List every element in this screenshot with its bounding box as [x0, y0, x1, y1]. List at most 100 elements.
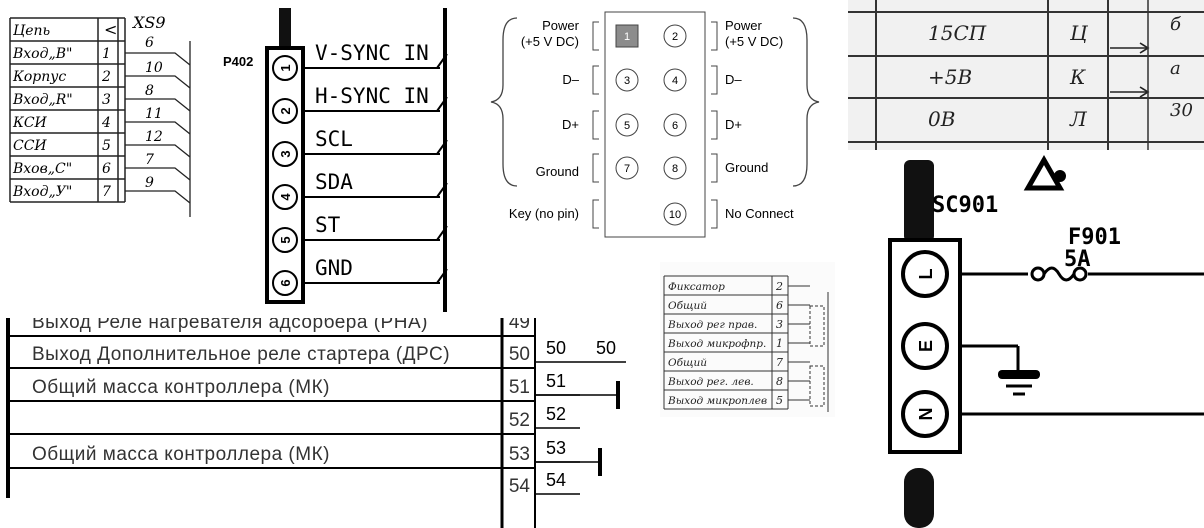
relay-row-label: Общий масса контроллера (МК): [32, 444, 330, 465]
small-table-pin: 5: [776, 394, 783, 407]
header-left-label: Key (no pin): [509, 206, 579, 221]
ground-icon: [998, 370, 1040, 379]
small-table-pin: 8: [776, 375, 783, 388]
p402-wire-bend: [436, 268, 448, 284]
header-right-bracket: [711, 110, 718, 140]
header-left-label: D–: [562, 72, 579, 87]
p402-wire-bend: [436, 182, 448, 198]
header-pin-circle: [663, 156, 687, 180]
power-cable-bottom: [904, 468, 934, 528]
header-left-bracket: [592, 110, 599, 140]
xs9-row-label: Вход„R": [12, 92, 73, 108]
xs9-wire: [125, 121, 191, 135]
relay-wire-number: 50: [546, 338, 566, 358]
header-pin-number: 3: [624, 75, 630, 87]
relay-drawing: Выход Реле нагревателя адсорбера (РНА)49…: [6, 318, 626, 528]
fuse-terminal: [1030, 266, 1046, 282]
header-pin-circle: [663, 113, 687, 137]
header-right-label: Ground: [725, 160, 768, 175]
small-table-pin: 7: [776, 356, 783, 369]
relay-pin-number: 51: [509, 377, 530, 398]
power-terminal-circle: [901, 390, 949, 438]
header-pin-circle: [615, 113, 639, 137]
header-left-bracket: [592, 199, 599, 229]
scan-signal-name: 15СП: [928, 21, 987, 45]
p402-pin-circle: [272, 55, 298, 81]
power-connector-label: SC901: [932, 193, 998, 218]
p402-wire-bend: [436, 96, 448, 112]
p402-pin-number: 3: [278, 150, 293, 157]
header-left-bracket: [592, 153, 599, 183]
xs9-pin-number: 5: [102, 138, 111, 154]
p402-pin-circle: [272, 184, 298, 210]
xs9-wire-number: 10: [145, 60, 163, 76]
scan-pin-letter: Ц: [1069, 21, 1089, 45]
xs9-wire-number: 11: [145, 106, 163, 122]
header-right-label: No Connect: [725, 206, 794, 221]
xs9-row-label: Цепь: [13, 23, 50, 39]
fuse-label: F901: [1068, 225, 1121, 250]
xs9-wire: [125, 167, 191, 181]
header-left-brace: [490, 17, 518, 187]
power-terminal-label: E: [916, 340, 936, 352]
relay-pin-number: 53: [509, 444, 530, 465]
small-table-pin: 3: [776, 318, 783, 331]
power-terminal-label: L: [916, 269, 936, 280]
xs9-wire: [125, 190, 191, 204]
scan-pin-letter: Л: [1069, 107, 1088, 131]
header-right-brace: [792, 17, 820, 187]
relay-row-label: Общий масса контроллера (МК): [32, 377, 330, 398]
xs9-wire-number: 12: [145, 129, 163, 145]
small-table-switch: [809, 365, 825, 407]
header-pin-number: 8: [672, 163, 678, 175]
relay-pin-number: 49: [509, 318, 530, 333]
p402-pin-number: 4: [278, 193, 293, 201]
relay-pin-number: 50: [509, 344, 530, 365]
xs9-pin-number: 4: [101, 115, 111, 131]
relay-row-label: Выход Дополнительное реле стартера (ДРС): [32, 344, 450, 365]
xs9-pin-number: 1: [102, 46, 111, 62]
p402-pin-number: 5: [278, 236, 293, 243]
header-pin-circle: [663, 68, 687, 92]
xs9-arrow-symbol: <: [104, 20, 117, 39]
relay-wire-number: 51: [546, 371, 566, 391]
p402-pin-number: 6: [278, 279, 293, 286]
p402-pin-circle: [272, 141, 298, 167]
small-table-pin: 6: [776, 299, 783, 312]
small-table-label: Выход микроплев: [667, 395, 767, 407]
power-terminal-label: N: [916, 408, 936, 421]
scan-signal-name: 0В: [928, 107, 955, 131]
xs9-wire: [125, 52, 191, 66]
controller-pin-list: Выход Реле нагревателя адсорбера (РНА)49…: [0, 318, 640, 528]
header-pin-number: 4: [672, 75, 678, 87]
p402-wire-bend: [436, 53, 448, 69]
header-pin-circle: [663, 24, 687, 48]
header-right-bracket: [711, 21, 718, 51]
fuse-icon: [1042, 266, 1076, 282]
relay-wire-number: 52: [546, 404, 566, 424]
p402-wire-bend: [436, 139, 448, 155]
p402-signal-label: SCL: [315, 127, 353, 151]
header-left-label: Power: [542, 18, 580, 33]
power-terminal-circle: [901, 250, 949, 298]
relay-wire-number: 54: [546, 470, 566, 490]
scan-wire-tag: а: [1170, 58, 1181, 79]
warning-triangle-dot: [1054, 170, 1066, 182]
p402-pin-number: 1: [278, 64, 293, 71]
header-pin-number: 5: [624, 120, 630, 132]
p402-signal-label: SDA: [315, 170, 353, 194]
header-pin-circle: [615, 156, 639, 180]
header-right-label: Power: [725, 18, 763, 33]
scan-wire-tag: 30: [1170, 100, 1193, 121]
p402-pin-number: 2: [278, 107, 293, 114]
xs9-wire: [125, 144, 191, 158]
small-table-label: Выход микрофпр.: [667, 338, 766, 350]
p402-cable-stub: [279, 8, 291, 48]
